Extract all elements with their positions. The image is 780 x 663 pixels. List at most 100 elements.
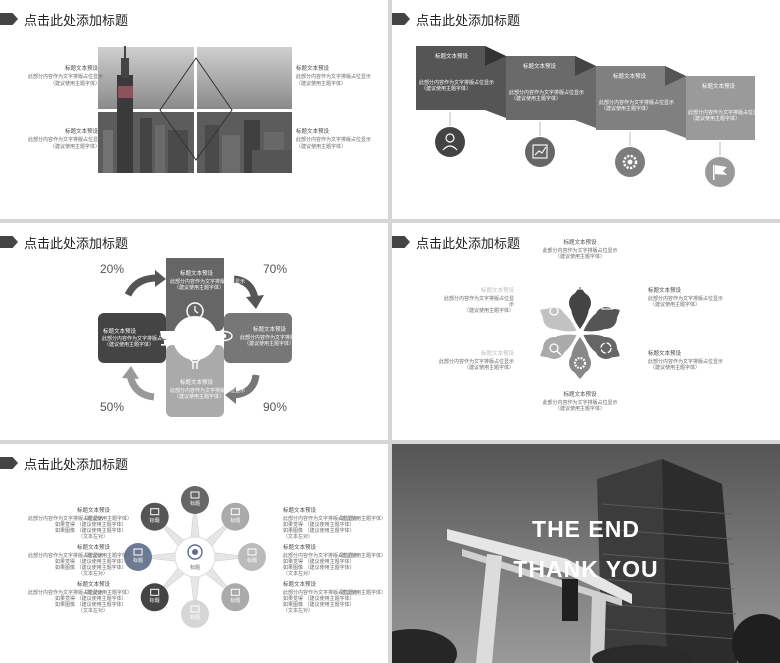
body-text: 此部分内容作为文字排版占位显示 <box>648 359 724 365</box>
hub-label: 标题 <box>189 565 200 571</box>
city-photo-collage <box>98 46 292 173</box>
body-text: （建议使用主题字体） <box>421 86 472 92</box>
heading-text: 标题文本预设 <box>648 288 682 294</box>
heading-text: 标题文本预设 <box>563 240 597 246</box>
heading-text: 标题文本预设 <box>563 392 597 398</box>
body-text: 示 <box>508 302 514 308</box>
body-text: 此部分内容作为文字排版占位显示 <box>170 279 246 285</box>
body-text: （文本左对） <box>283 571 314 577</box>
body-text: （建议使用主题字体） <box>650 302 701 308</box>
heading-text: 标题文本预设 <box>253 327 287 333</box>
target-icon <box>187 544 203 560</box>
body-text: （建议使用主题字体） <box>104 342 155 348</box>
body-text: （文本左对） <box>283 608 314 614</box>
body-text: 如果觉得 （建议使用主题字体） <box>55 596 127 602</box>
body-text: 如果图像 （建议使用主题字体） <box>55 528 127 534</box>
slide-3[interactable]: 点击此处添加标题 20% 70% 50% 90% 标题文本预设 此部分内容作为文… <box>0 223 388 440</box>
body-text: 如果觉得 （建议使用主题字体） <box>283 596 355 602</box>
hub-node-label: 标题 <box>189 615 200 621</box>
header-tab-icon <box>0 13 18 25</box>
slide-1[interactable]: 点击此处添加标题 标题文本预设 此部分内容作为文字排版占位显示 （建议使用主题字… <box>0 0 388 219</box>
body-text: （建议使用主题字体） <box>174 394 225 400</box>
slide-header: 点击此处添加标题 <box>0 233 128 252</box>
slide-header: 点击此处添加标题 <box>0 454 128 473</box>
slide-4[interactable]: 点击此处添加标题 标题文本预设 此部分内容作为文字排版占位显示 （建议使用主题字… <box>392 223 780 440</box>
body-text: （建议使用主题字体） <box>244 341 295 347</box>
body-text: （建议使用主题字体） <box>296 144 347 150</box>
hub-node <box>124 543 152 571</box>
body-text: 此部分内容作为文字排版占位显示 <box>28 137 104 143</box>
body-text: （建议使用主题字体） <box>554 254 605 260</box>
body-text: 此部分内容作为文字排版占位显示 <box>542 400 618 406</box>
hub-node <box>238 543 266 571</box>
body-text: 此部分内容作为文字排版占位显示 <box>28 553 104 559</box>
hub-node-icon <box>150 508 160 516</box>
body-text: 如果图像 （建议使用主题字体） <box>283 602 355 608</box>
hub-node <box>140 502 169 531</box>
person-cheer-icon <box>192 353 198 359</box>
heading-text: 标题文本预设 <box>435 54 469 60</box>
body-text: 此部分内容作为文字排版占位显示 <box>283 590 359 596</box>
body-text: （文本左对） <box>78 534 109 540</box>
body-text: （建议使用主题字体） <box>50 144 101 150</box>
body-text: （建议使用主题字体） <box>463 308 514 314</box>
body-text: 此部分内容作为文字排版占位显示 <box>419 80 495 86</box>
four-petal-cycle-diagram <box>98 258 292 417</box>
slide-2[interactable]: 点击此处添加标题 标题文本预设 此部分内容作为文字排版占位显示 （建议使用主题字… <box>392 0 780 219</box>
heading-text: 标题文本预设 <box>648 351 682 357</box>
body-text: 此部分内容作为文字排版占位显示 <box>542 248 618 254</box>
body-text: （建议使用主题字体） <box>82 590 133 596</box>
header-tab-icon <box>392 13 410 25</box>
heading-text: 标题文本预设 <box>65 66 99 72</box>
body-text: 此部分内容作为文字排版占位显示 <box>648 296 724 302</box>
body-text: （文本左对） <box>78 571 109 577</box>
body-text: 此部分内容作为文字排版占位显示 <box>102 336 178 342</box>
body-text: （建议使用主题字体） <box>650 365 701 371</box>
body-text: （建议使用主题字体） <box>82 516 133 522</box>
body-text: 此部分内容作为文字排版占位显示 <box>28 74 104 80</box>
header-tab-icon <box>0 236 18 248</box>
hub-node-icon <box>150 588 160 596</box>
body-text: 此部分内容作为文字排版占位显示 <box>240 335 316 341</box>
slide-5[interactable]: 点击此处添加标题 标题 标题标题标题标题标题标题标题标题 标题文本预设 此部分内… <box>0 444 388 663</box>
heading-text: 标题文本预设 <box>283 545 317 551</box>
hub-node <box>181 600 209 628</box>
heading-text: 标题文本预设 <box>76 582 110 588</box>
header-tab-icon <box>392 236 410 248</box>
body-text: 此部分内容作为文字排版占位显示 <box>283 516 359 522</box>
heading-text: 标题文本预设 <box>103 329 137 335</box>
heading-text: 标题文本预设 <box>296 129 330 135</box>
heading-text: 标题文本预设 <box>480 288 514 294</box>
percent-label: 70% <box>263 262 288 276</box>
body-text: （建议使用主题字体） <box>690 116 741 122</box>
body-text: 此部分内容作为文字排版占位显示 <box>599 100 675 106</box>
body-text: 此部分内容作为文字排版占位显示 <box>283 553 359 559</box>
torii-gate-photo <box>392 444 780 663</box>
heading-text: 标题文本预设 <box>283 508 317 514</box>
percent-label: 20% <box>100 262 125 276</box>
body-text: 如果觉得 （建议使用主题字体） <box>283 559 355 565</box>
slide-title: 点击此处添加标题 <box>24 13 129 29</box>
hub-node-icon <box>230 588 240 596</box>
hub-node-icon <box>190 605 200 613</box>
hub-node-icon <box>190 491 200 499</box>
slide-header: 点击此处添加标题 <box>0 10 129 29</box>
hub-node-label: 标题 <box>189 501 200 507</box>
hub-node-label: 标题 <box>246 558 257 564</box>
body-text: 此部分内容作为文字排版占位显示 <box>509 90 585 96</box>
hub-node <box>221 583 250 612</box>
body-text: （建议使用主题字体） <box>463 365 514 371</box>
heading-text: 标题文本预设 <box>180 380 214 386</box>
body-text: （建议使用主题字体） <box>554 406 605 412</box>
end-title: THE END <box>532 516 640 542</box>
heading-text: 标题文本预设 <box>702 84 736 90</box>
hub-node-icon <box>230 508 240 516</box>
refresh-icon <box>600 342 612 354</box>
body-text: （建议使用主题字体） <box>601 106 652 112</box>
step-ribbon-diagram <box>416 46 755 187</box>
envelope-icon <box>601 301 614 310</box>
hub-node <box>181 486 209 514</box>
slide-6[interactable]: THE END THANK YOU <box>392 444 780 663</box>
body-text: 如果图像 （建议使用主题字体） <box>55 565 127 571</box>
body-text: （文本左对） <box>78 608 109 614</box>
